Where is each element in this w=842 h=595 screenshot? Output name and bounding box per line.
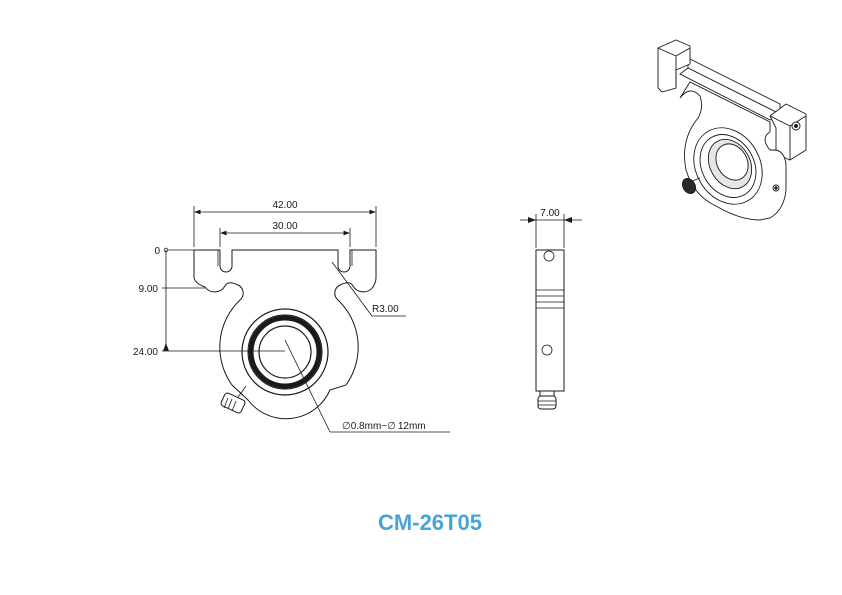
iris-leaf-ring xyxy=(248,315,322,389)
iris-outer-ring xyxy=(241,308,329,396)
side-hole-bottom xyxy=(541,344,553,356)
isometric-view xyxy=(657,39,807,221)
iris-aperture xyxy=(258,325,312,379)
aperture-leader xyxy=(284,339,331,433)
lever-knob xyxy=(220,385,247,414)
origin-label: 0 xyxy=(154,246,160,257)
side-view-body xyxy=(535,249,565,392)
inner-width-label: 30.00 xyxy=(272,221,297,232)
thickness-label: 7.00 xyxy=(540,208,560,219)
origin-marker xyxy=(163,247,169,253)
front-view: ∅0.8mm~∅12mm R3.00 42.00 30.00 0 9.00 24… xyxy=(133,200,450,433)
iris-mid-ring xyxy=(247,314,323,390)
center-height-label: 24.00 xyxy=(133,347,158,358)
side-hole-top xyxy=(543,250,555,262)
center-height-arrow xyxy=(163,343,169,351)
side-knob xyxy=(537,395,557,410)
overall-width-label: 42.00 xyxy=(272,200,297,211)
radius-dim-label: R3.00 xyxy=(372,304,399,315)
radius-leader xyxy=(331,261,373,317)
front-view-body-outline xyxy=(193,249,377,420)
aperture-dim-label: ∅0.8mm~∅12mm xyxy=(342,421,426,432)
side-view: 7.00 xyxy=(520,208,582,410)
slot-depth-label: 9.00 xyxy=(139,284,159,295)
part-number-title: CM-26T05 xyxy=(378,510,482,535)
